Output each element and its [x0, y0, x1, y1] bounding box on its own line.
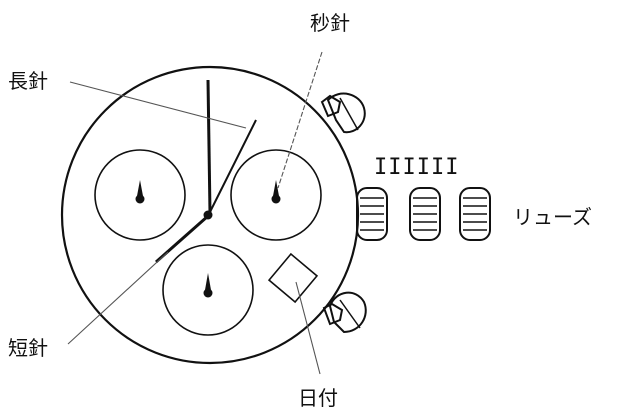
bottom-subdial — [162, 244, 254, 336]
left-subdial — [94, 149, 186, 241]
label-hour-hand: 短針 — [8, 336, 48, 360]
second-hand — [207, 119, 257, 217]
leader-hour-hand — [67, 251, 169, 345]
date-window — [267, 252, 319, 304]
leader-second-hand — [277, 51, 323, 189]
right-subdial — [230, 149, 322, 241]
crown-position-marks: IIIIII — [374, 155, 459, 180]
upper-pusher — [320, 92, 366, 134]
label-minute-hand: 長針 — [8, 69, 48, 93]
crown-position-2 — [409, 187, 441, 241]
leader-minute-hand — [69, 81, 247, 129]
label-second-hand: 秒針 — [310, 11, 350, 35]
leader-date — [295, 281, 321, 375]
label-date: 日付 — [298, 386, 338, 410]
center-pivot — [203, 210, 213, 220]
crown-position-3 — [459, 187, 491, 241]
lower-pusher — [322, 291, 367, 334]
crown-position-1 — [356, 187, 388, 241]
label-crown: リューズ — [513, 205, 592, 229]
hour-hand — [155, 214, 209, 264]
minute-hand — [206, 79, 212, 214]
